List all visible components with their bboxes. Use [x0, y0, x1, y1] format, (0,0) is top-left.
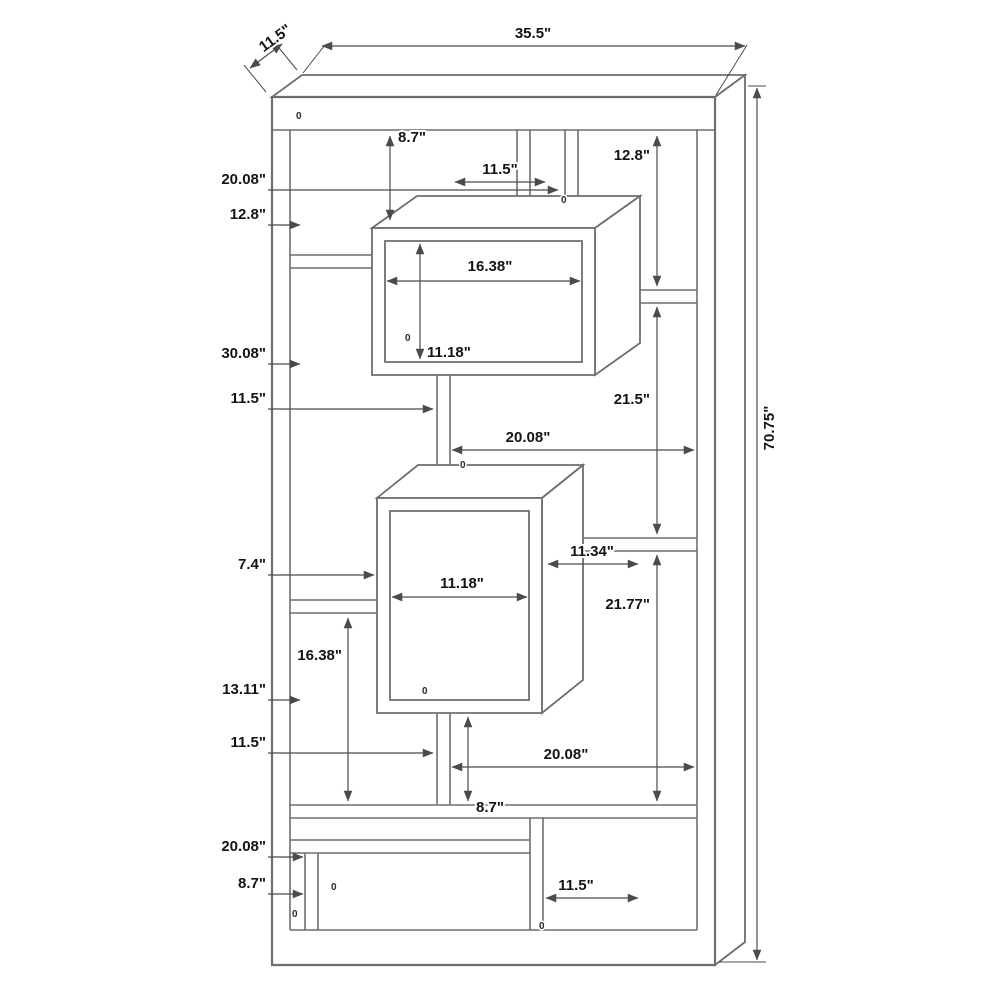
- divider-mid-upper: [436, 375, 451, 465]
- dim-label-lower-gap: 8.7": [476, 799, 504, 816]
- dim-label-top-right: 12.8": [614, 147, 650, 164]
- shelf-upper-left: [290, 254, 372, 269]
- dim-label-top-opening: 11.5": [482, 161, 517, 178]
- dimension-labels: 35.5" 11.5" 70.75" 8.7" 11.5" 12.8" 20.0…: [219, 19, 780, 896]
- dim-label-left-box-gap: 7.4": [238, 556, 266, 573]
- dim-label-bottom-gap: 8.7": [238, 875, 266, 892]
- dim-label-mid-box-width: 11.18": [440, 575, 484, 592]
- zero-marker: 0: [331, 882, 337, 893]
- dim-label-top-gap: 8.7": [398, 129, 426, 146]
- dim-label-overall-height: 70.75": [761, 406, 778, 451]
- upper-cube: [369, 194, 643, 377]
- dim-label-lower-opening: 20.08": [544, 746, 589, 763]
- dim-label-left-upper-height: 12.8": [230, 206, 266, 223]
- dim-label-upper-box-width: 16.38": [468, 258, 513, 275]
- zero-marker: 0: [561, 195, 567, 206]
- shelf-lower-long: [290, 804, 697, 819]
- dim-label-left-shelf-width: 11.5": [231, 390, 266, 407]
- dim-label-bottom-shelf-width: 20.08": [221, 838, 266, 855]
- zero-marker: 0: [296, 111, 302, 122]
- dim-label-overall-width: 35.5": [515, 25, 551, 42]
- divider-top-right: [564, 130, 579, 196]
- dim-label-upper-box-height: 11.18": [427, 344, 471, 361]
- zero-marker: 0: [460, 460, 466, 471]
- divider-mid-lower: [436, 713, 451, 805]
- zero-marker: 0: [422, 686, 428, 697]
- dimension-lines: [243, 41, 766, 963]
- dim-label-mid-shelf-width: 11.34": [570, 543, 614, 560]
- shelf-middle-left: [290, 599, 377, 614]
- divider-bottom-right: [529, 818, 544, 930]
- dimline-overall-depth: [249, 43, 283, 69]
- dim-label-mid-opening: 20.08": [506, 429, 551, 446]
- dim-label-mid-box-height: 16.38": [297, 647, 342, 664]
- cabinet-top-face: [269, 74, 748, 98]
- dim-label-left-lower-width: 11.5": [231, 734, 266, 751]
- shelf-bottom-left: [290, 839, 530, 854]
- cabinet-front-outline: [270, 95, 717, 967]
- zero-marker: 0: [292, 909, 298, 920]
- dim-label-bottom-opening: 11.5": [558, 877, 593, 894]
- divider-bottom-left: [304, 853, 319, 930]
- dim-label-right-lower-height: 21.77": [605, 596, 650, 613]
- cabinet-right-face: [714, 73, 746, 967]
- zero-marker: 0: [539, 921, 545, 932]
- zero-markers: 0 0 0 0 0 0 0 0: [291, 110, 569, 934]
- dim-label-left-lower-height: 13.11": [222, 681, 266, 698]
- dim-label-right-mid-height: 21.5": [614, 391, 650, 408]
- dim-label-left-top-width: 20.08": [221, 171, 266, 188]
- zero-marker: 0: [405, 333, 411, 344]
- middle-cube: [374, 463, 586, 715]
- bookcase-structure: [269, 73, 748, 967]
- dim-label-left-mid-height: 30.08": [221, 345, 266, 362]
